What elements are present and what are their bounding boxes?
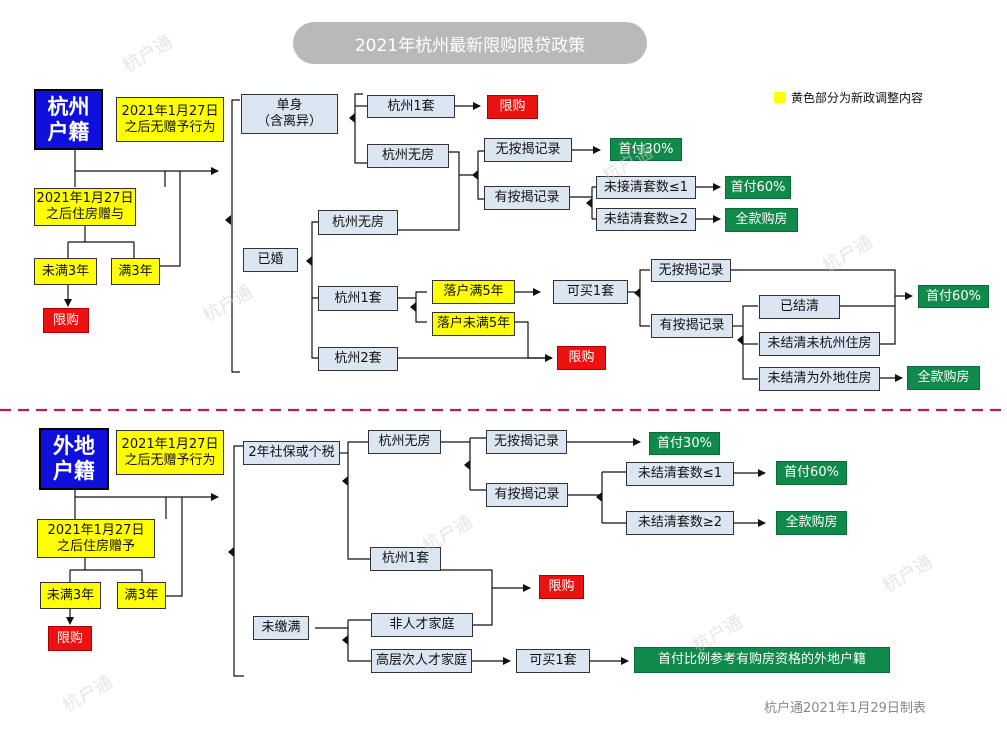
wd-gift-node: 2021年1月27日 之后住房赠予 (37, 519, 155, 558)
wd-social-security-node: 2年社保或个税 (243, 441, 340, 465)
wd-full-payment-outcome: 全款购房 (776, 511, 847, 535)
hz-no-gift-node: 2021年1月27日 之后无赠予行为 (116, 97, 224, 142)
hangzhou-registry-node: 杭州 户籍 (34, 89, 103, 150)
hz-over-3-years-node: 满3年 (111, 258, 160, 285)
hz-single-node: 单身 （含离异） (241, 94, 338, 134)
hz-b-down-payment-60-outcome: 首付60% (918, 285, 989, 308)
wd-down-payment-60-outcome: 首付60% (776, 461, 847, 485)
legend-text: 黄色部分为新政调整内容 (791, 91, 924, 105)
hz-no-mortgage-node: 无按揭记录 (484, 138, 572, 162)
hz-down-payment-30-outcome: 首付30% (610, 138, 682, 161)
hz-married-node: 已婚 (243, 248, 298, 272)
hz-has-mortgage-node: 有按揭记录 (484, 186, 570, 210)
page-title: 2021年杭州最新限购限贷政策 (293, 22, 647, 64)
wd-has-mortgage-node: 有按揭记录 (486, 483, 568, 507)
hz-can-buy-one-node: 可买1套 (553, 280, 628, 304)
wd-down-payment-30-outcome: 首付30% (649, 432, 720, 455)
hz-married-one-house-node: 杭州1套 (318, 286, 398, 311)
hz-uncleared-non-hz-node: 未结清未杭州住房 (759, 332, 880, 356)
wd-one-house-node: 杭州1套 (370, 547, 441, 571)
wd-no-gift-node: 2021年1月27日 之后无赠予行为 (116, 430, 224, 475)
legend-swatch (774, 92, 785, 103)
wd-unpaid-node: 未缴满 (253, 616, 309, 640)
non-local-registry-node: 外地 户籍 (39, 428, 109, 490)
hz-uncleared-ge2-node: 未结清套数≥2 (596, 208, 696, 231)
hz-uncleared-le1-node: 未接清套数≤1 (596, 176, 696, 199)
wd-talent-node: 高层次人才家庭 (371, 649, 472, 673)
wd-under-3-years-node: 未满3年 (40, 582, 101, 609)
hz-married-no-house-node: 杭州无房 (318, 210, 398, 235)
hz-married-two-houses-node: 杭州2套 (318, 347, 398, 371)
hz-down-payment-60-outcome: 首付60% (725, 176, 791, 199)
hz-settled-5-years-node: 落户满5年 (432, 280, 515, 304)
wd-can-buy-one-node: 可买1套 (516, 649, 590, 673)
wd-no-house-node: 杭州无房 (368, 430, 441, 454)
hz-gift-node: 2021年1月27日 之后住房赠与 (34, 188, 136, 226)
footer-credit: 杭户通2021年1月29日制表 (764, 701, 926, 716)
wd-no-mortgage-node: 无按揭记录 (486, 430, 567, 454)
wd-non-talent-node: 非人才家庭 (371, 613, 473, 637)
hz-single-one-house-node: 杭州1套 (367, 95, 455, 118)
hz-cleared-node: 已结清 (759, 295, 840, 319)
hz-single-no-house-node: 杭州无房 (367, 144, 449, 168)
wd-gift-restricted-outcome: 限购 (48, 626, 92, 651)
hz-uncleared-other-node: 未结清为外地住房 (759, 367, 880, 391)
hz-b-no-mortgage-node: 无按揭记录 (651, 259, 731, 282)
hz-single-restricted-outcome: 限购 (487, 95, 538, 119)
hz-b-has-mortgage-node: 有按揭记录 (651, 314, 733, 338)
hz-under-3-years-node: 未满3年 (34, 258, 97, 285)
hz-full-payment-outcome: 全款购房 (725, 208, 798, 232)
hz-b-full-payment-outcome: 全款购房 (907, 366, 980, 390)
hz-gift-restricted-outcome: 限购 (43, 308, 89, 333)
legend: 黄色部分为新政调整内容 (774, 89, 923, 106)
hz-married-restricted-outcome: 限购 (557, 346, 606, 370)
wd-uncleared-ge2-node: 未结清套数≥2 (626, 511, 734, 535)
hz-not-settled-5-years-node: 落户未满5年 (432, 312, 515, 336)
wd-uncleared-le1-node: 未结清套数≤1 (626, 462, 734, 486)
wd-talent-outcome: 首付比例参考有购房资格的外地户籍 (634, 647, 890, 673)
wd-over-3-years-node: 满3年 (117, 582, 166, 609)
wd-restricted-outcome: 限购 (539, 575, 584, 599)
